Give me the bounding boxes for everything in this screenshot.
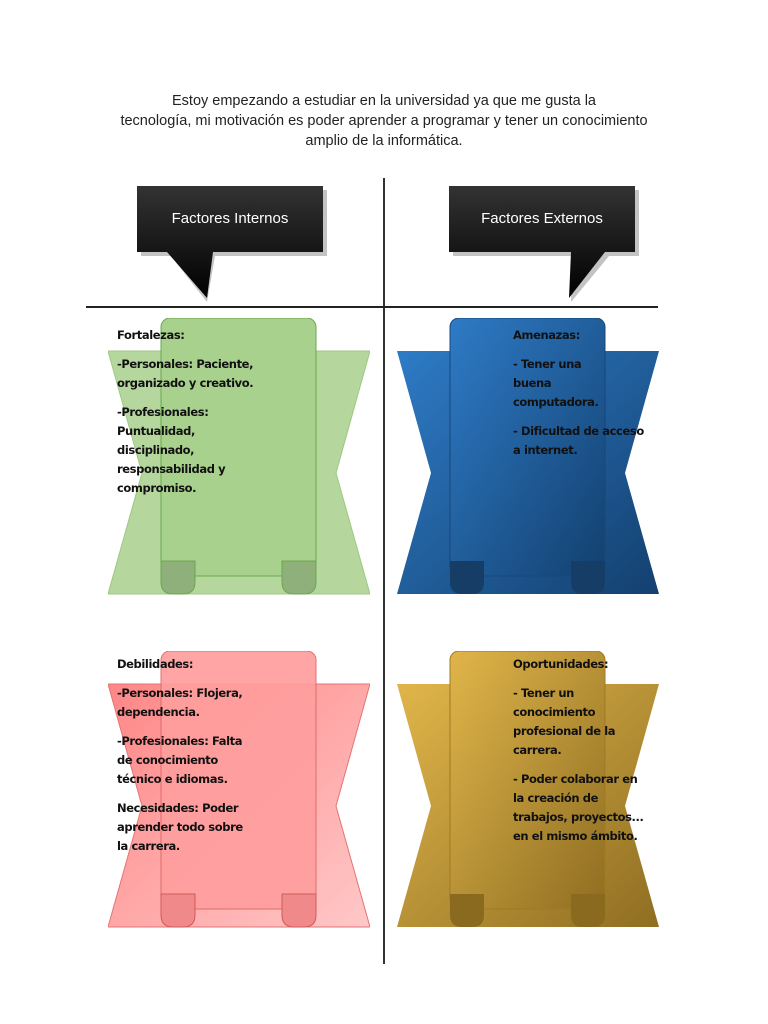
- banner-threats-shape: [397, 318, 659, 594]
- opportunities-item-2: - Poder colaborar en la creación de trab…: [513, 772, 644, 843]
- banner-strengths-shape: [108, 318, 370, 595]
- banner-weaknesses-shape: [108, 651, 370, 928]
- vertical-divider: [383, 178, 385, 964]
- weaknesses-item-1: -Personales: Flojera, dependencia.: [117, 686, 243, 719]
- threats-title: Amenazas:: [513, 328, 580, 342]
- intro-line-2: tecnología, mi motivación es poder apren…: [120, 113, 648, 129]
- opportunities-title: Oportunidades:: [513, 657, 609, 671]
- weaknesses-title: Debilidades:: [117, 657, 194, 671]
- strengths-title: Fortalezas:: [117, 328, 185, 342]
- threats-item-1: - Tener una buena computadora.: [513, 357, 599, 409]
- intro-line-1: Estoy empezando a estudiar en la univers…: [172, 93, 596, 109]
- threats-text: Amenazas: - Tener una buena computadora.…: [513, 326, 653, 470]
- banner-opportunities-shape: [397, 651, 659, 927]
- weaknesses-item-2: -Profesionales: Falta de conocimiento té…: [117, 734, 243, 786]
- intro-paragraph: Estoy empezando a estudiar en la univers…: [100, 91, 668, 151]
- strengths-item-1: -Personales: Paciente, organizado y crea…: [117, 357, 254, 390]
- banner-weaknesses: Debilidades: -Personales: Flojera, depen…: [108, 651, 370, 931]
- threats-item-2: - Dificultad de acceso a internet.: [513, 424, 644, 457]
- opportunities-text: Oportunidades: - Tener un conocimiento p…: [513, 655, 653, 856]
- strengths-text: Fortalezas: -Personales: Paciente, organ…: [117, 326, 297, 508]
- callout-internal-shape: [137, 186, 327, 302]
- callout-external-factors: Factores Externos: [449, 186, 639, 302]
- banner-strengths: Fortalezas: -Personales: Paciente, organ…: [108, 318, 370, 598]
- horizontal-divider: [86, 306, 658, 308]
- strengths-item-2: -Profesionales: Puntualidad, disciplinad…: [117, 405, 226, 495]
- weaknesses-text: Debilidades: -Personales: Flojera, depen…: [117, 655, 267, 866]
- intro-line-3: amplio de la informática.: [305, 133, 463, 149]
- opportunities-item-1: - Tener un conocimiento profesional de l…: [513, 686, 616, 757]
- weaknesses-item-3: Necesidades: Poder aprender todo sobre l…: [117, 801, 243, 853]
- callout-external-label: Factores Externos: [481, 210, 603, 227]
- banner-threats: Amenazas: - Tener una buena computadora.…: [397, 318, 659, 598]
- banner-opportunities: Oportunidades: - Tener un conocimiento p…: [397, 651, 659, 931]
- callout-external-shape: [449, 186, 639, 302]
- callout-internal-label: Factores Internos: [171, 210, 289, 227]
- callout-internal-factors: Factores Internos: [137, 186, 327, 302]
